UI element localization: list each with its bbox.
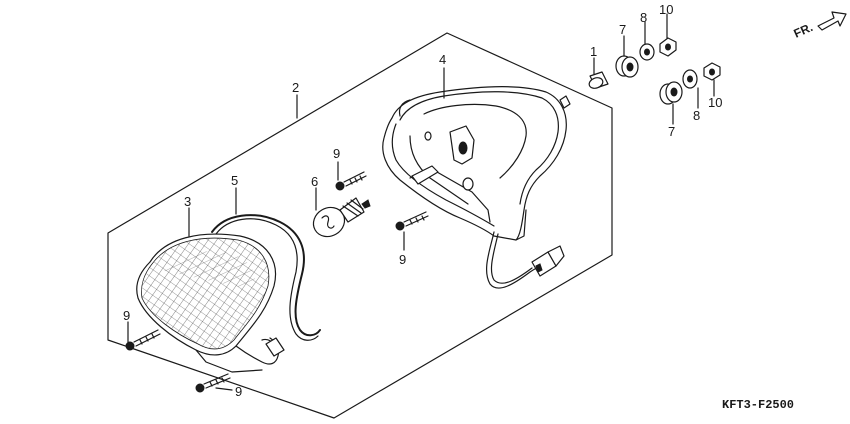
ref-label-9-lens-bottom: 9 (235, 384, 242, 399)
ref-label-9-lens-left: 9 (123, 308, 130, 323)
grommet-part-7-upper (615, 55, 639, 78)
collar-part-1 (588, 71, 609, 89)
ref-label-7-upper: 7 (619, 22, 626, 37)
lens-part-3 (136, 233, 285, 373)
ref-label-10-lower: 10 (708, 95, 722, 110)
ref-label-5: 5 (231, 173, 238, 188)
ref-label-3: 3 (184, 194, 191, 209)
ref-label-7-lower: 7 (668, 124, 675, 139)
assembly-outline-box (107, 32, 613, 419)
washer-part-8-upper (639, 43, 655, 61)
screw-9-lens-bottom (195, 373, 231, 393)
ref-label-9-center: 9 (333, 146, 340, 161)
ref-label-9-housing: 9 (399, 252, 406, 267)
front-indicator: FR. (792, 11, 847, 41)
nut-part-10-upper (659, 37, 677, 57)
gasket-part-5 (211, 214, 321, 341)
ref-label-8-upper: 8 (640, 10, 647, 25)
housing-part-4 (382, 86, 571, 241)
ref-label-10-upper: 10 (659, 2, 673, 17)
washer-part-8-lower (682, 69, 698, 89)
ref-label-8-lower: 8 (693, 108, 700, 123)
grommet-part-7-lower (659, 81, 683, 105)
ref-label-2: 2 (292, 80, 299, 95)
ref-label-1: 1 (590, 44, 597, 59)
screw-9-lens-left (125, 329, 161, 351)
nut-part-10-lower (703, 62, 721, 81)
diagram-code: KFT3-F2500 (722, 398, 794, 412)
screw-9-housing (395, 211, 429, 231)
leader-lines (127, 13, 715, 391)
front-arrow-icon (817, 11, 847, 31)
front-indicator-label: FR. (792, 20, 815, 41)
screw-9-center (335, 171, 367, 191)
ref-label-6: 6 (311, 174, 318, 189)
ref-label-4: 4 (439, 52, 446, 67)
bulb-part-6 (312, 197, 371, 238)
wire-harness (486, 231, 565, 289)
